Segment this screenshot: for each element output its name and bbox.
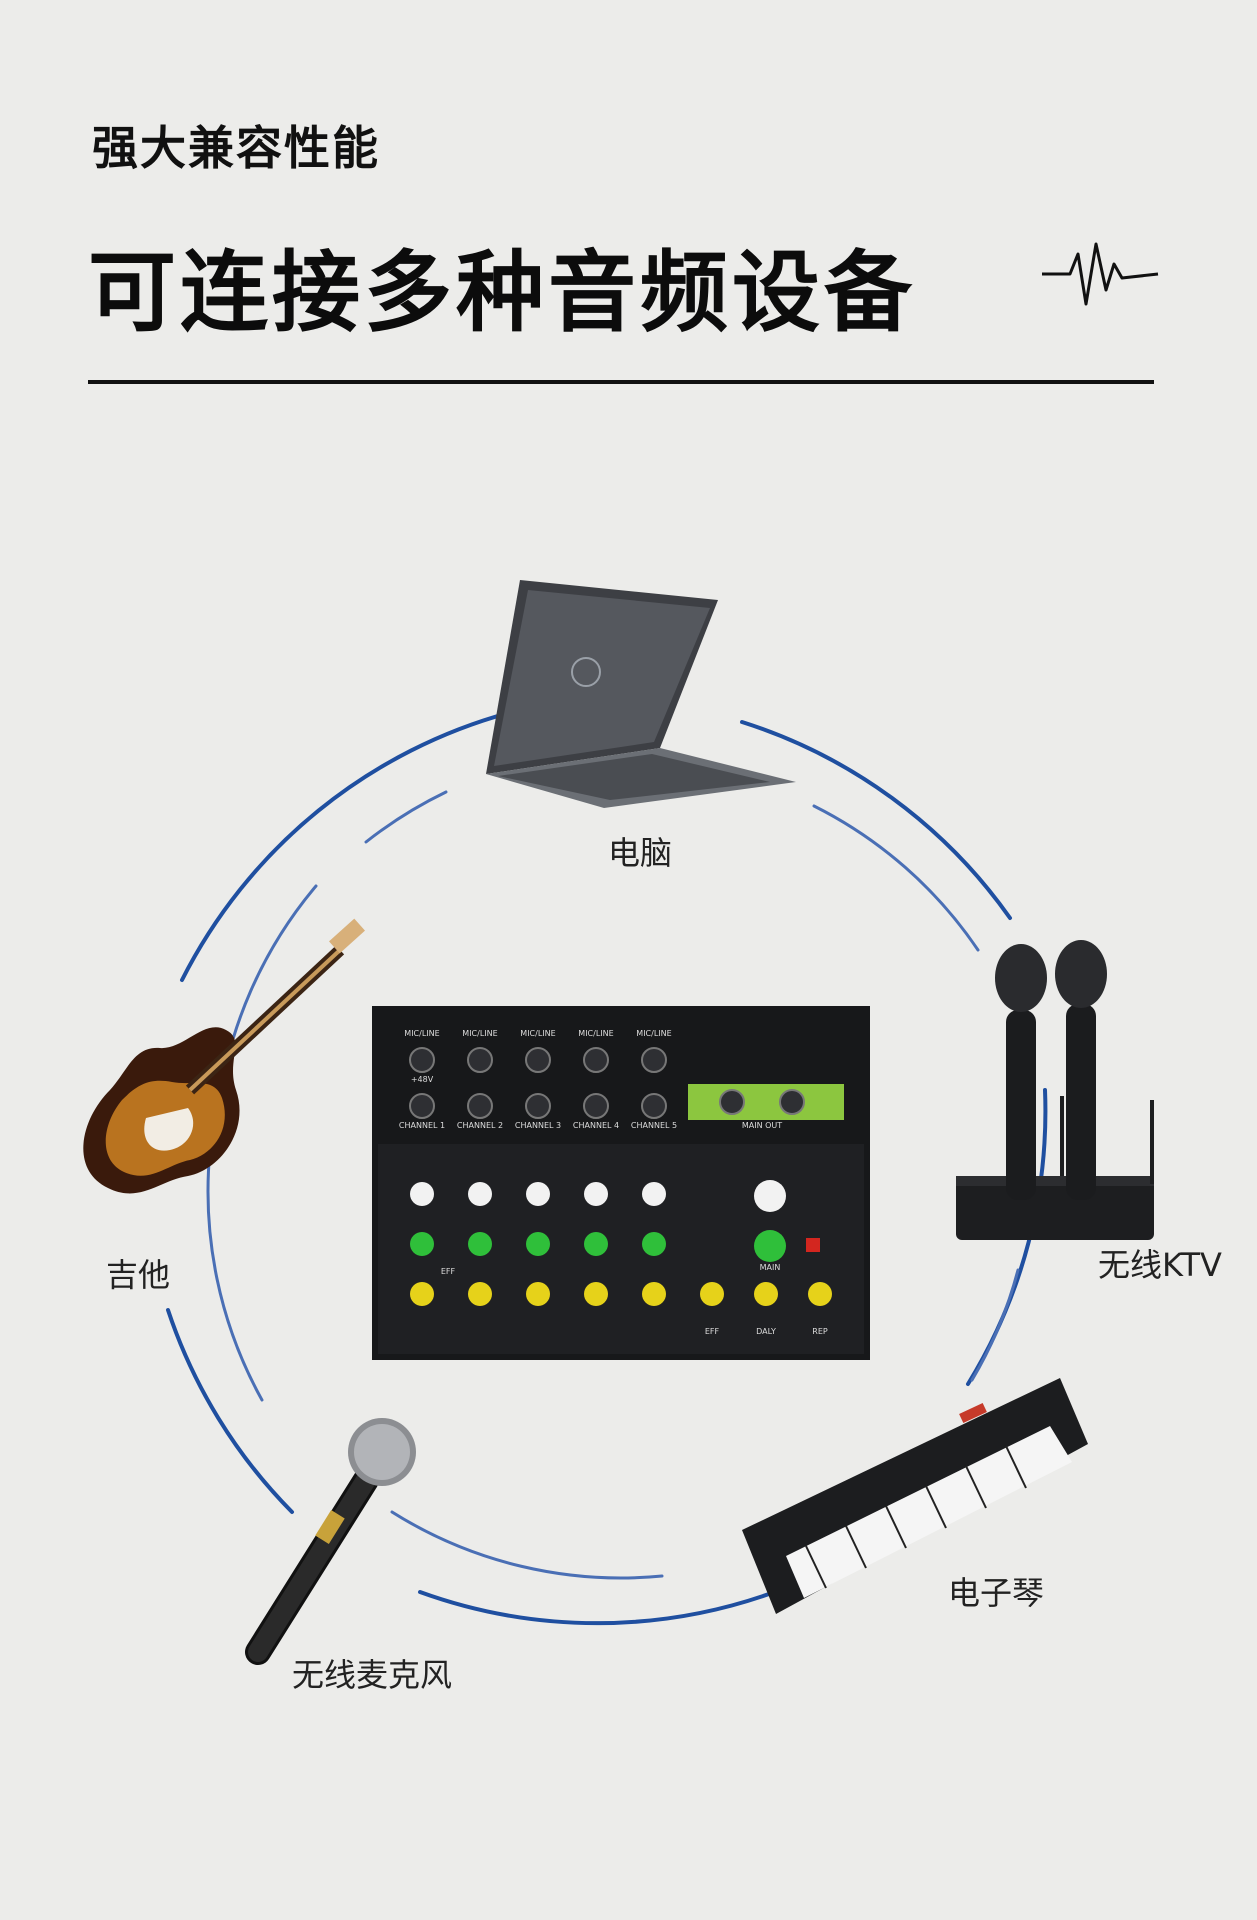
ring-arc-bottom-right [418,1588,782,1626]
mixer-illustration: MIC/LINE MIC/LINE MIC/LINE MIC/LINE MIC/… [372,1006,870,1360]
mixer-fx-label-daly: DALY [756,1327,776,1336]
mixer-input-label-2: MIC/LINE [462,1029,497,1038]
wireless-ktv-icon [956,940,1154,1240]
inner-arc-top-right [812,804,980,952]
device-label-wireless-ktv: 无线KTV [1098,1246,1222,1284]
mixer-input-label-1: MIC/LINE [404,1029,439,1038]
title-divider [88,380,1154,384]
device-label-laptop: 电脑 [608,834,673,872]
mixer-main-label: MAIN [760,1263,781,1272]
guitar-icon [83,918,365,1194]
mixer-input-label-4: MIC/LINE [578,1029,613,1038]
wireless-microphone-icon [245,1418,416,1665]
mixer-fx-label-eff: EFF [705,1327,720,1336]
laptop-icon [486,580,796,808]
keyboard-icon [742,1378,1088,1614]
inner-arc-right [970,1268,1020,1382]
inner-arc-bottom [390,1510,664,1580]
mixer-fx-label-rep: REP [812,1327,828,1336]
mixer-input-label-5: MIC/LINE [636,1029,671,1038]
mixer-channel-label-1: CHANNEL 1 [399,1121,445,1130]
mixer-input-label-3: MIC/LINE [520,1029,555,1038]
inner-arc-left [206,1148,264,1402]
device-label-wireless-mic: 无线麦克风 [292,1656,453,1694]
device-label-keyboard: 电子琴 [948,1574,1045,1612]
ring-arc-top-right [740,720,1012,920]
device-label-guitar: 吉他 [106,1256,171,1294]
ring-arc-left [166,1308,294,1514]
mixer-channel-label-4: CHANNEL 4 [573,1121,619,1130]
mixer-channel-label-3: CHANNEL 3 [515,1121,561,1130]
mixer-channel-label-5: CHANNEL 5 [631,1121,677,1130]
mixer-eff-tag: EFF [441,1267,456,1276]
subtitle: 强大兼容性能 [92,121,380,175]
mixer-phantom-label: +48V [411,1075,434,1084]
waveform-icon [1042,242,1159,306]
inner-arc-top-left [364,790,448,844]
mixer-main-out-label: MAIN OUT [742,1121,782,1130]
mixer-channel-label-2: CHANNEL 2 [457,1121,503,1130]
page-title: 可连接多种音频设备 [88,241,917,344]
ring-arc-top-left [180,710,514,982]
